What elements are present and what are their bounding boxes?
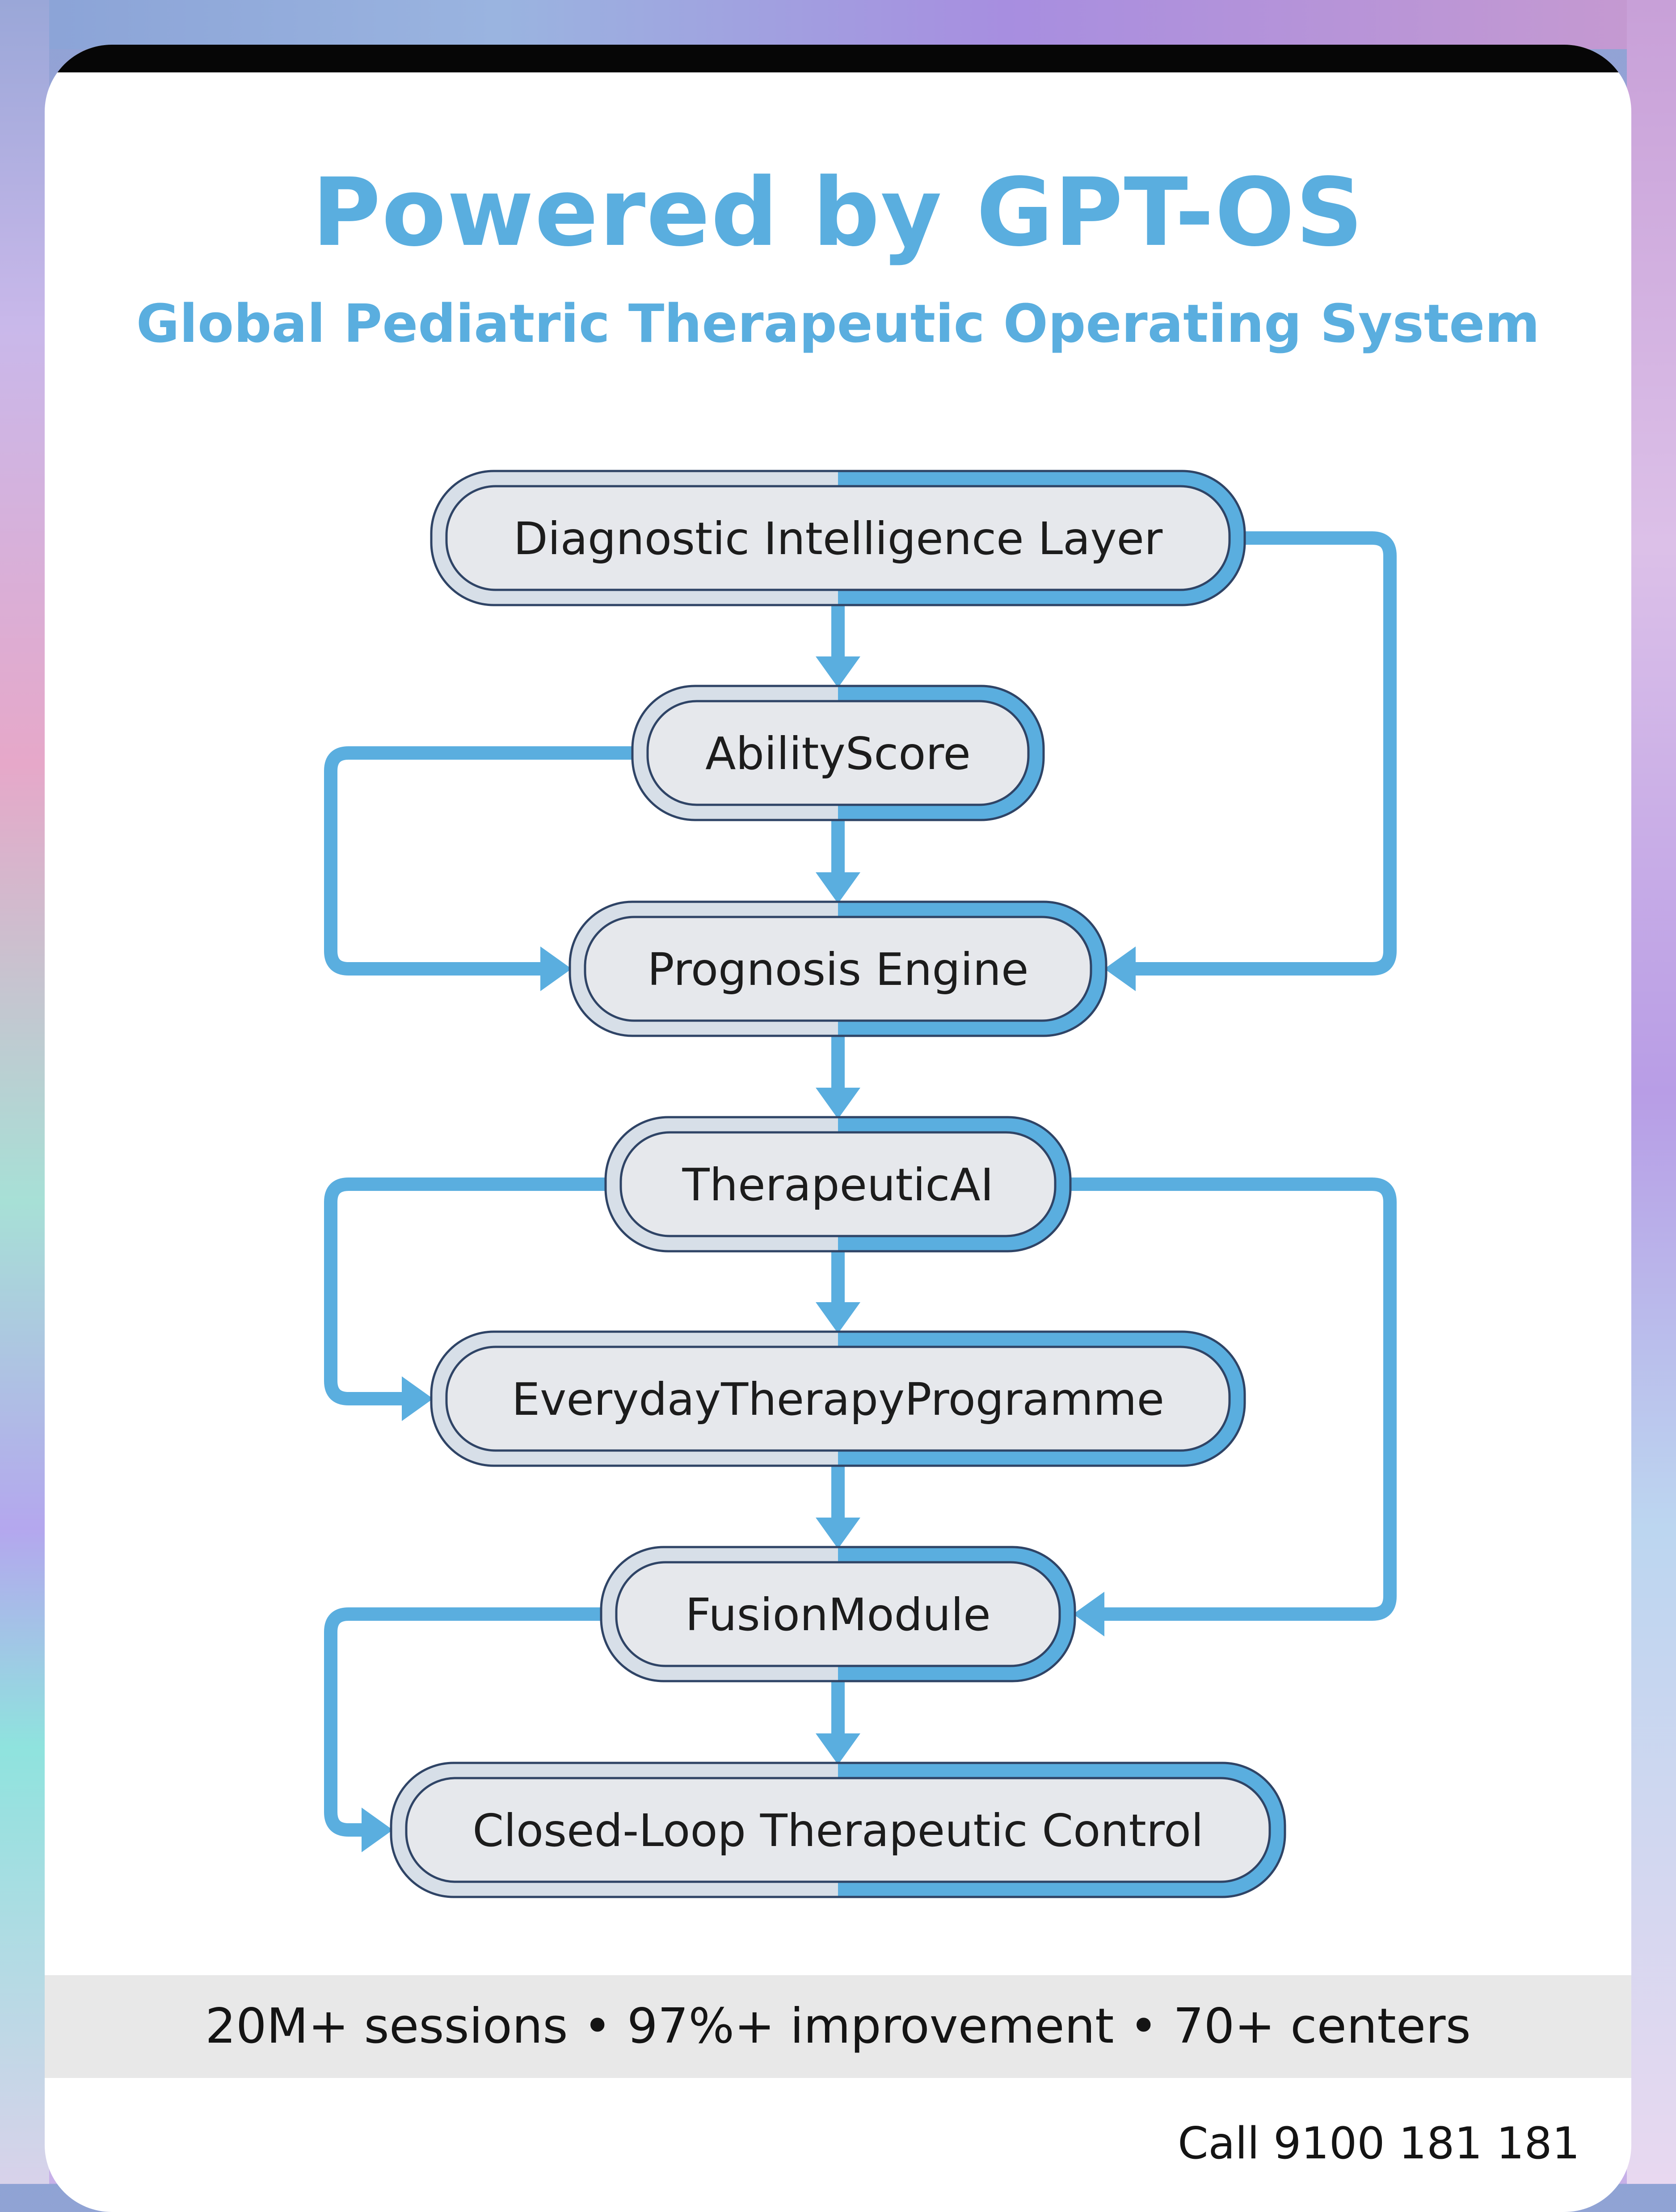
node-therapeuticai: TherapeuticAI <box>604 1116 1072 1253</box>
node-abilityscore-label: AbilityScore <box>705 728 971 780</box>
connector-fusion-closedloop <box>324 1607 601 1837</box>
background-gradient-top <box>0 0 1676 49</box>
node-abilityscore-inner <box>646 700 1030 806</box>
connector-therapeuticai-fusion <box>1070 1177 1397 1621</box>
arrow-prognosis-therapeuticai <box>816 1088 860 1119</box>
arrow-therapeuticai-everyday <box>402 1376 433 1421</box>
stats-text: 20M+ sessions • 97%+ improvement • 70+ c… <box>205 1998 1471 2054</box>
stats-banner: 20M+ sessions • 97%+ improvement • 70+ c… <box>45 1975 1631 2078</box>
node-fusion-inner <box>615 1561 1061 1667</box>
page-title: Powered by GPT-OS <box>312 158 1364 267</box>
node-therapeuticai-label: TherapeuticAI <box>682 1159 994 1211</box>
arrow-abilityscore-prognosis <box>540 946 572 991</box>
arrow-fusion-closedloop <box>362 1808 393 1852</box>
connector-abilityscore-prognosis <box>324 746 632 976</box>
arrow-fusion-closedloop <box>816 1733 860 1765</box>
arrow-abilityscore-prognosis <box>816 872 860 904</box>
node-fusion: FusionModule <box>600 1546 1076 1682</box>
content-card: Powered by GPT-OS Global Pediatric Thera… <box>45 45 1631 2212</box>
connector-layer <box>324 531 1397 1852</box>
connector-diagnostic-prognosis <box>1133 531 1397 976</box>
node-everyday-label: EverydayTherapyProgramme <box>512 1373 1164 1426</box>
arrow-therapeuticai-everyday <box>816 1302 860 1333</box>
background-gradient-right <box>1627 0 1676 2184</box>
card-top-bar <box>45 45 1631 72</box>
node-prognosis: Prognosis Engine <box>568 900 1108 1037</box>
arrow-everyday-fusion <box>816 1518 860 1549</box>
flow-diagram: Diagnostic Intelligence Layer AbilitySco… <box>324 470 1397 1898</box>
node-closedloop: Closed-Loop Therapeutic Control <box>390 1762 1286 1898</box>
connector-therapeuticai-everyday <box>324 1177 606 1405</box>
node-prognosis-label: Prognosis Engine <box>647 943 1028 996</box>
arrow-diagnostic-abilityscore <box>816 656 860 688</box>
arrow-diagnostic-prognosis <box>1104 946 1136 991</box>
arrow-therapeuticai-fusion <box>1073 1592 1104 1636</box>
node-everyday: EverydayTherapyProgramme <box>430 1330 1246 1467</box>
node-therapeuticai-inner <box>619 1131 1057 1237</box>
node-closedloop-label: Closed-Loop Therapeutic Control <box>472 1804 1204 1857</box>
phone-number: Call 9100 181 181 <box>1178 2118 1580 2169</box>
node-diagnostic-inner <box>445 485 1231 591</box>
background-gradient-left <box>0 0 49 2184</box>
node-diagnostic-label: Diagnostic Intelligence Layer <box>514 513 1163 565</box>
node-prognosis-inner <box>584 916 1092 1022</box>
node-diagnostic: Diagnostic Intelligence Layer <box>430 470 1246 606</box>
page-subtitle: Global Pediatric Therapeutic Operating S… <box>136 293 1540 354</box>
node-everyday-inner <box>445 1346 1231 1452</box>
node-abilityscore: AbilityScore <box>631 685 1045 821</box>
node-fusion-label: FusionModule <box>685 1589 991 1641</box>
node-closedloop-inner <box>405 1777 1271 1883</box>
